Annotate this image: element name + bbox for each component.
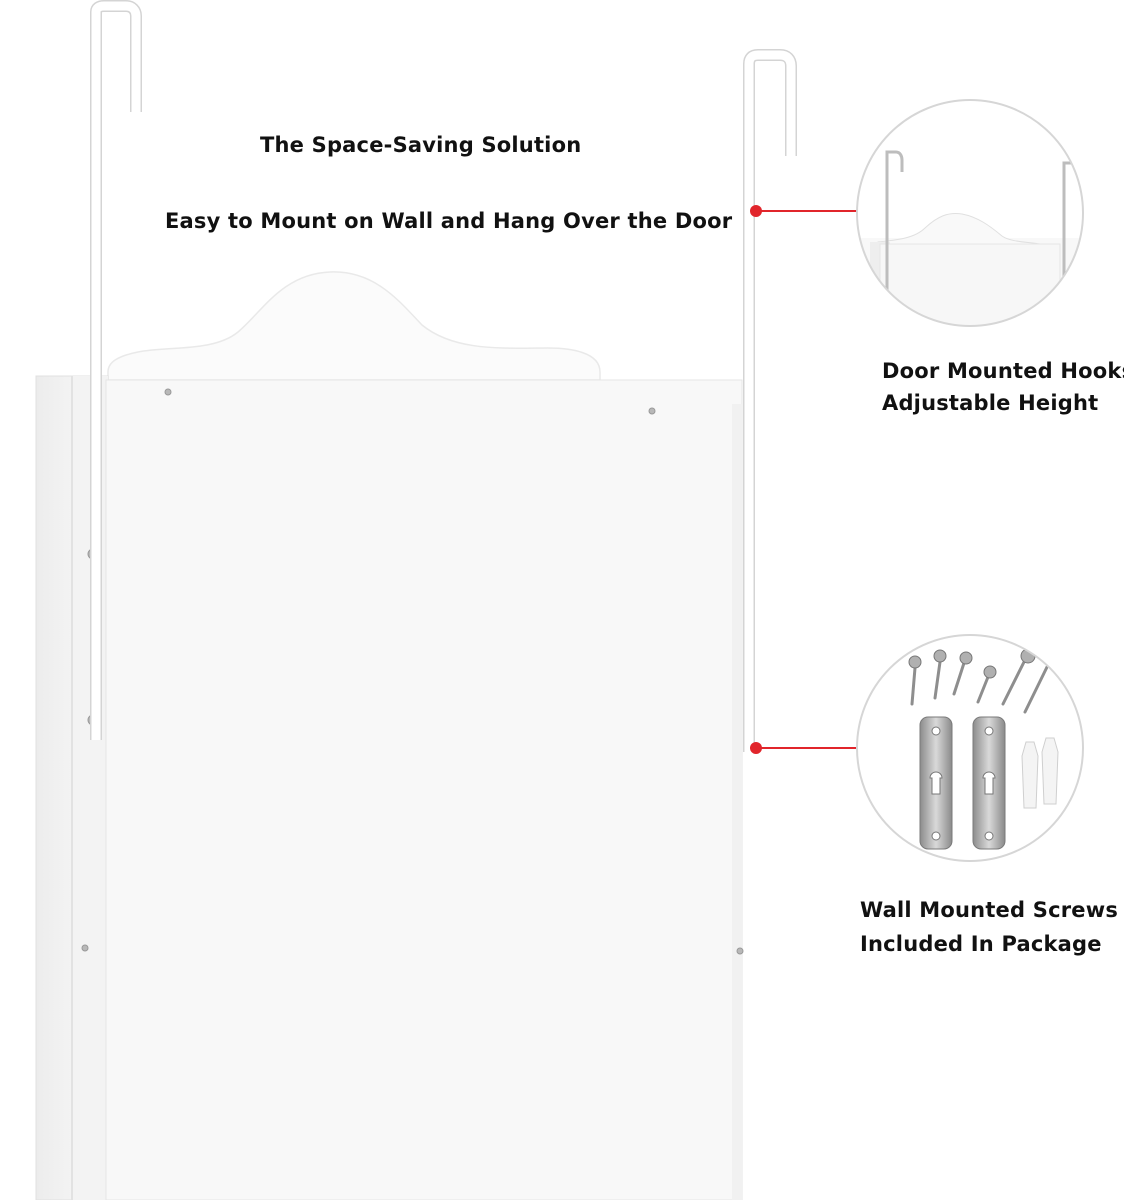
screws-caption-line-1: Wall Mounted Screws (860, 898, 1119, 922)
left-door-hook (90, 0, 142, 740)
headline-title: The Space-Saving Solution (260, 133, 582, 157)
cabinet-front (105, 379, 743, 1200)
pointer-top (750, 205, 857, 217)
cabinet-crown (107, 271, 601, 381)
screws-caption: Wall Mounted Screws Included In Package (860, 893, 1118, 961)
hook-detail-icon (856, 99, 1084, 327)
hooks-caption: Door Mounted Hooks Adjustable Height (882, 355, 1124, 419)
hooks-caption-line-1: Door Mounted Hooks (882, 359, 1124, 383)
screws-caption-line-2: Included In Package (860, 932, 1102, 956)
hooks-caption-line-2: Adjustable Height (882, 391, 1099, 415)
right-door-hook (743, 49, 797, 752)
headline-subtitle: Easy to Mount on Wall and Hang Over the … (165, 209, 733, 233)
pointer-bottom (750, 742, 857, 754)
screw-kit-icon (856, 634, 1084, 862)
